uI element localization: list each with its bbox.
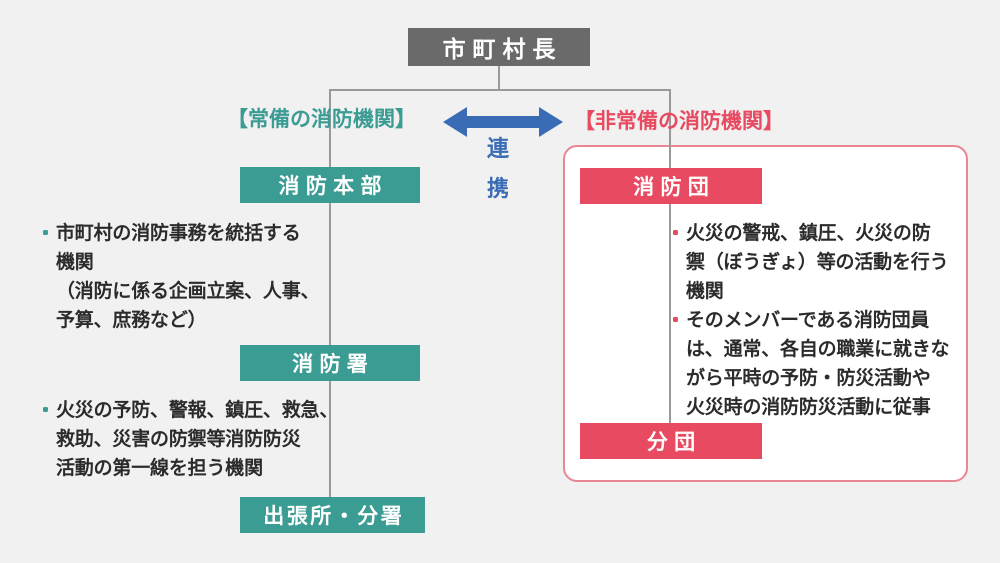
branch-office-label: 出張所・分署 — [263, 504, 405, 528]
fire-corps-box: 消防団 — [580, 168, 762, 204]
double-arrow-icon — [443, 107, 563, 137]
mayor-box-label: 市町村長 — [442, 37, 563, 63]
fire-headquarters-label: 消防本部 — [278, 174, 388, 198]
bullet-icon — [43, 230, 48, 235]
connector-line — [669, 89, 671, 425]
link-label: 連 携 — [486, 137, 509, 202]
fire-corps-note-2-text: そのメンバーである消防団員 は、通常、各自の職業に就きな がら平時の予防・防災活… — [686, 309, 950, 418]
division-label: 分団 — [646, 430, 702, 454]
fire-corps-note-1-text: 火災の警戒、鎮圧、火災の防 禦（ぼうぎょ）等の活動を行う 機関 — [686, 222, 949, 302]
fire-corps-label: 消防団 — [633, 175, 716, 199]
fire-station-box: 消防署 — [240, 345, 420, 381]
bullet-icon — [673, 317, 678, 322]
division-box: 分団 — [580, 423, 762, 459]
fire-corps-note-1: 火災の警戒、鎮圧、火災の防 禦（ぼうぎょ）等の活動を行う 機関 — [673, 219, 949, 306]
fire-headquarters-note-text: 市町村の消防事務を統括する 機関 （消防に係る企画立案、人事、 予算、庶務など） — [56, 222, 320, 331]
connector-line — [329, 89, 331, 499]
branch-office-box: 出張所・分署 — [240, 497, 425, 533]
fire-headquarters-box: 消防本部 — [240, 167, 420, 203]
mayor-box: 市町村長 — [408, 28, 590, 66]
fire-headquarters-note: 市町村の消防事務を統括する 機関 （消防に係る企画立案、人事、 予算、庶務など） — [43, 219, 320, 335]
fire-corps-notes: 火災の警戒、鎮圧、火災の防 禦（ぼうぎょ）等の活動を行う 機関 そのメンバーであ… — [673, 219, 950, 422]
connector-line — [498, 66, 500, 90]
fire-station-label: 消防署 — [292, 352, 375, 376]
connector-line — [329, 89, 671, 91]
volunteer-branch-header: 【非常備の消防機関】 — [574, 109, 784, 133]
bullet-icon — [673, 230, 678, 235]
bullet-icon — [43, 407, 48, 412]
permanent-branch-header: 【常備の消防機関】 — [227, 107, 416, 131]
fire-station-note-text: 火災の予防、警報、鎮圧、救急、 救助、災害の防禦等消防防災 活動の第一線を担う機… — [56, 399, 339, 479]
fire-station-note: 火災の予防、警報、鎮圧、救急、 救助、災害の防禦等消防防災 活動の第一線を担う機… — [43, 396, 338, 483]
fire-corps-note-2: そのメンバーである消防団員 は、通常、各自の職業に就きな がら平時の予防・防災活… — [673, 306, 950, 422]
